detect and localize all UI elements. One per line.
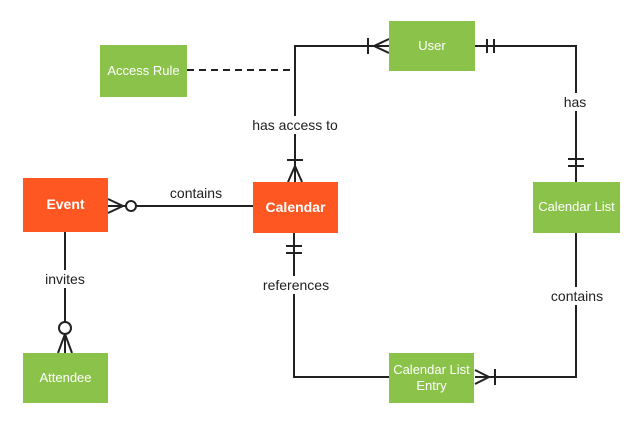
entity-calendar-list[interactable]: Calendar List xyxy=(533,182,620,233)
entity-label: Event xyxy=(46,196,85,213)
edge-calendar-list-contains-entry xyxy=(474,233,577,385)
edge-line xyxy=(475,45,577,182)
edge-label-has-access-to: has access to xyxy=(248,116,342,134)
crows-foot-icon xyxy=(57,333,73,354)
edge-user-has-calendar-list xyxy=(475,39,584,182)
edge-label-contains-list-entry: contains xyxy=(546,287,608,305)
entity-label: Calendar xyxy=(265,198,326,215)
double-tick-icon xyxy=(568,158,584,167)
edge-event-invites-attendee xyxy=(57,232,73,354)
edge-label-invites: invites xyxy=(41,270,89,288)
zero-circle-icon xyxy=(125,200,137,212)
crows-foot-icon xyxy=(474,369,490,385)
entity-calendar[interactable]: Calendar xyxy=(253,182,338,233)
edge-line xyxy=(294,45,389,182)
edge-label-references: references xyxy=(258,276,334,294)
entity-calendar-list-entry[interactable]: Calendar List Entry xyxy=(389,353,474,403)
edge-calendar-references-entry xyxy=(286,233,389,378)
entity-label: Attendee xyxy=(39,369,92,385)
edge-line xyxy=(475,233,577,378)
edge-event-contains-calendar xyxy=(107,198,253,214)
entity-label: Calendar List xyxy=(538,199,615,215)
edge-label-has: has xyxy=(559,93,591,111)
entity-label: Access Rule xyxy=(107,62,180,78)
zero-circle-icon xyxy=(58,321,72,335)
edge-line xyxy=(293,233,389,378)
entity-access-rule[interactable]: Access Rule xyxy=(100,45,187,97)
entity-label: User xyxy=(418,37,446,53)
entity-event[interactable]: Event xyxy=(23,178,108,232)
edge-calendar-has-access-to-user xyxy=(287,38,390,183)
edge-label-contains-event-calendar: contains xyxy=(165,184,227,202)
entity-label: Calendar List Entry xyxy=(393,361,470,393)
entity-attendee[interactable]: Attendee xyxy=(23,353,108,403)
double-tick-icon xyxy=(486,39,495,53)
crows-foot-icon xyxy=(107,198,124,214)
crows-foot-icon xyxy=(373,38,390,54)
double-tick-icon xyxy=(286,245,302,254)
crows-foot-icon xyxy=(287,165,303,183)
entity-user[interactable]: User xyxy=(389,21,475,71)
